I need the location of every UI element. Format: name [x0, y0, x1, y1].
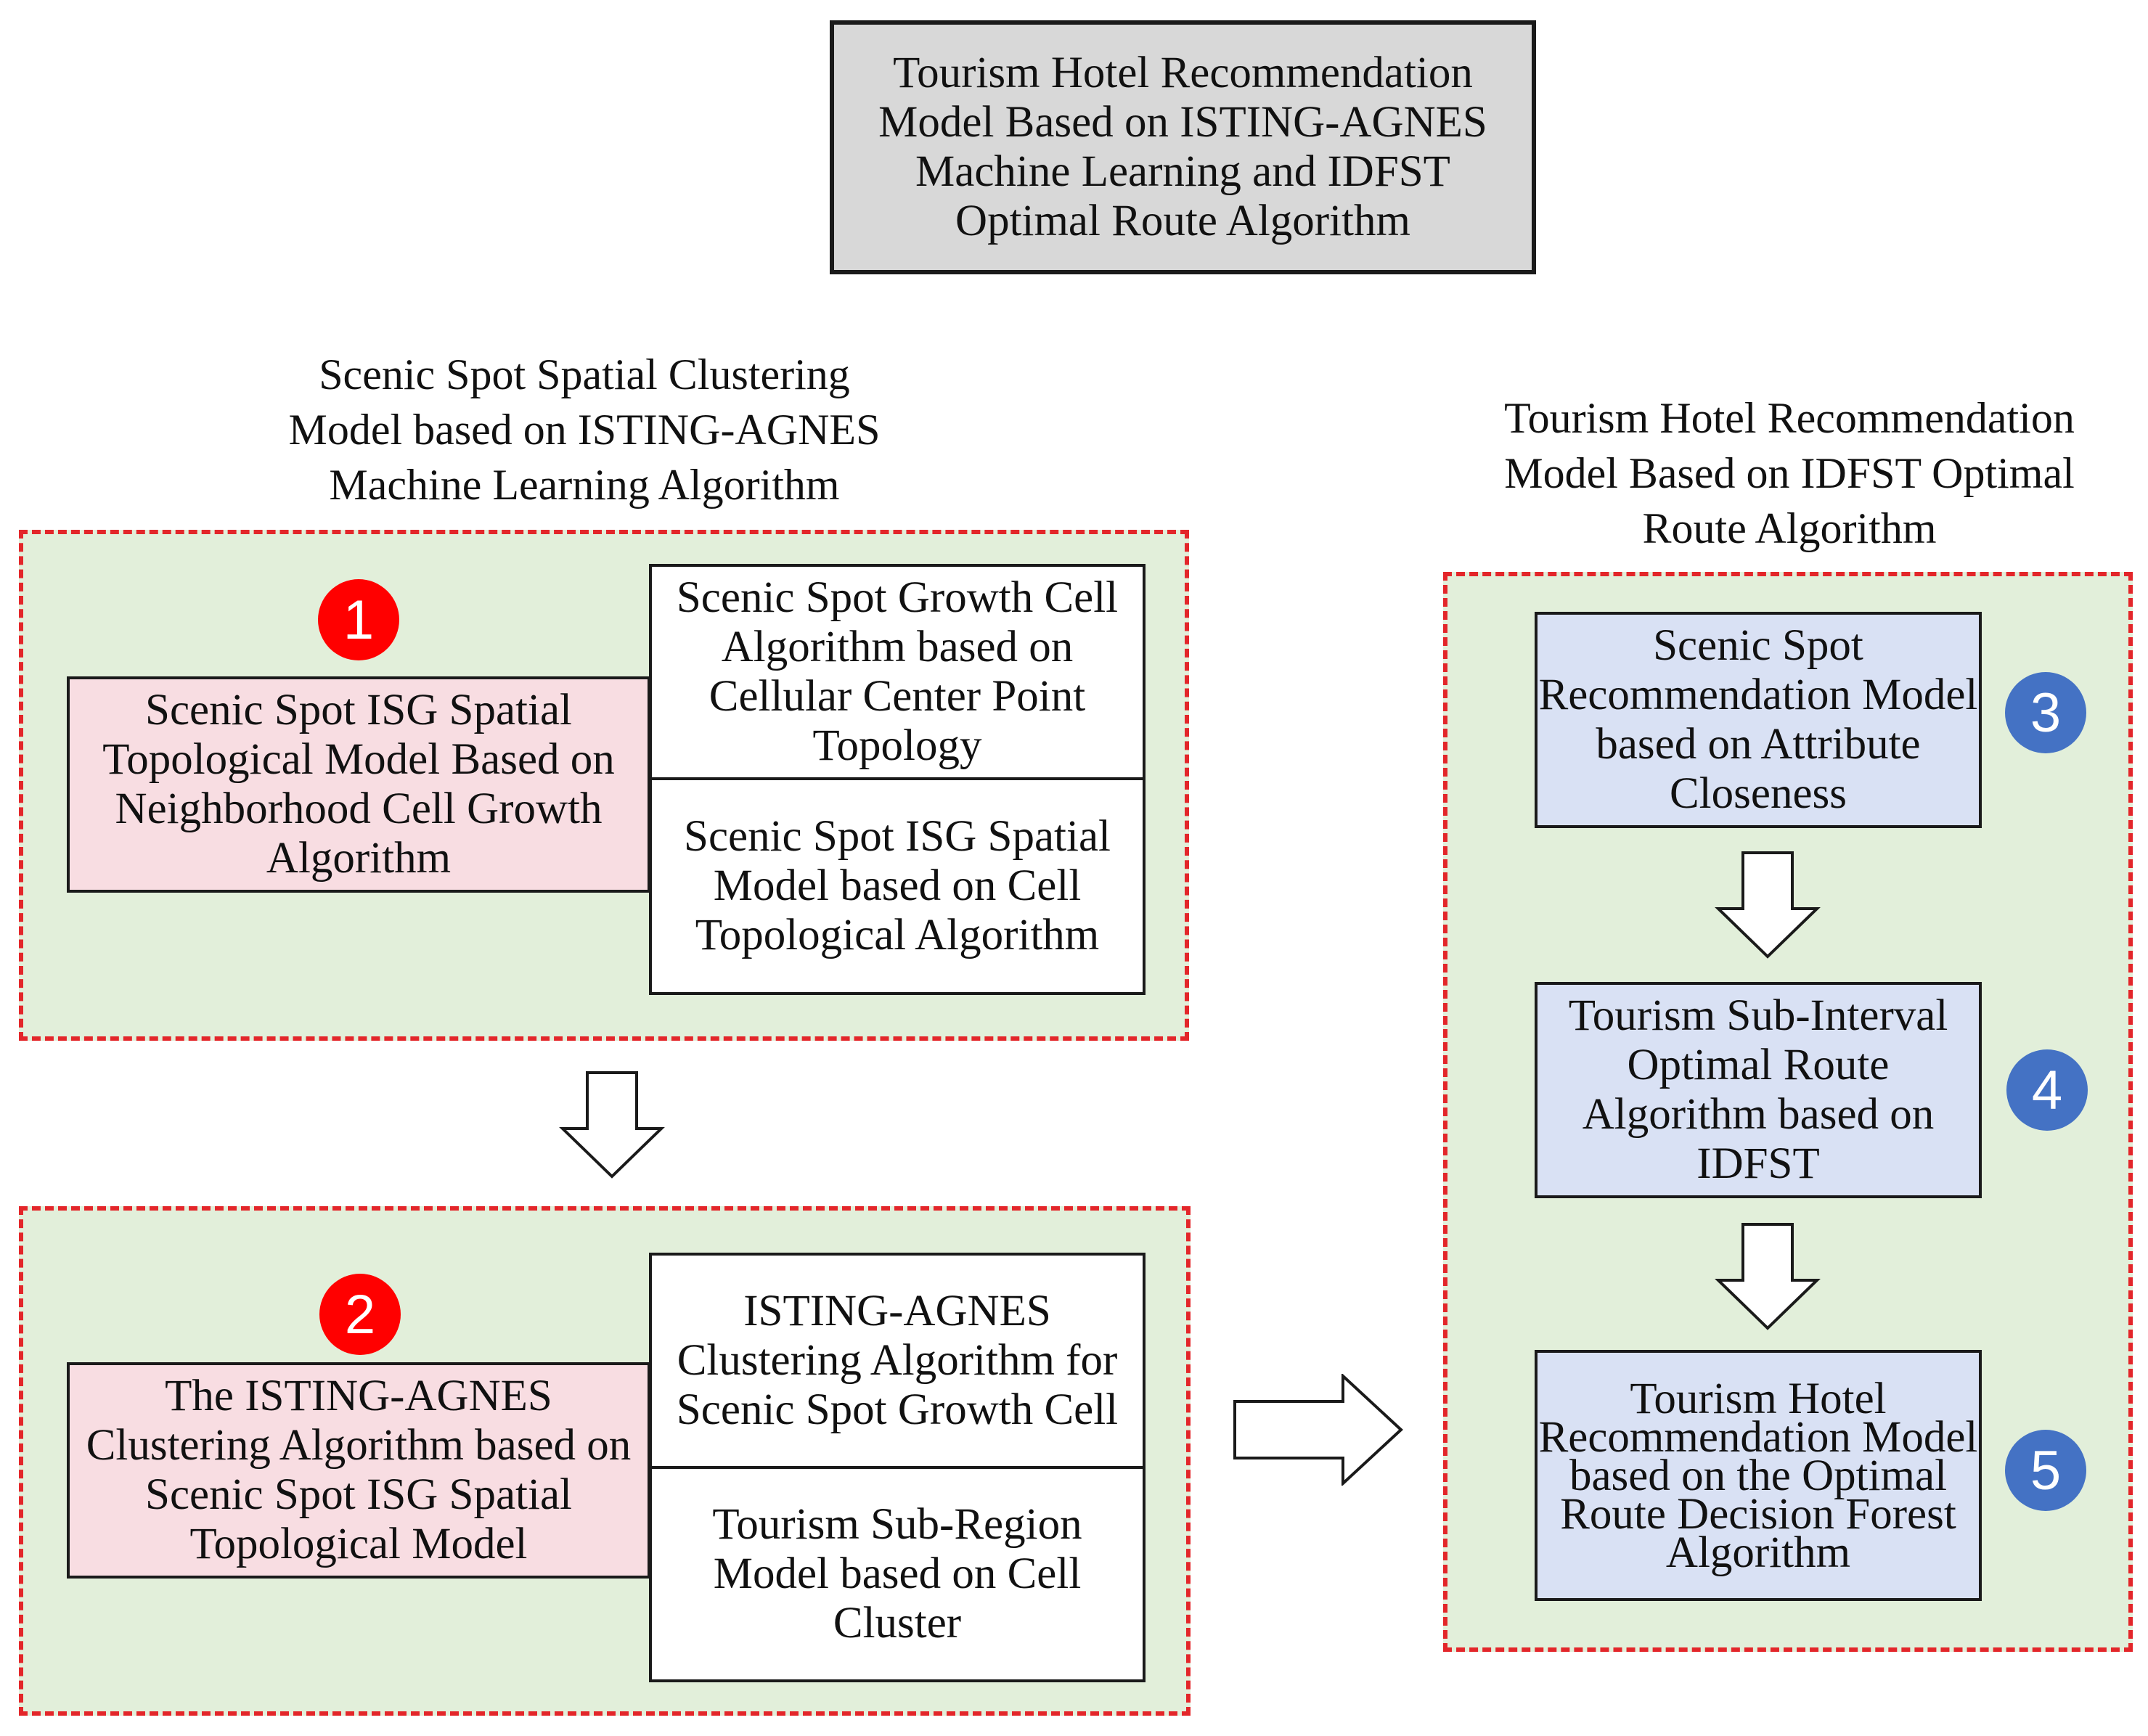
step3-badge-number: 3	[2030, 681, 2062, 744]
step4-number-badge: 4	[2006, 1049, 2088, 1131]
stage2-sub-top-text: ISTING-AGNES Clustering Algorithm for Sc…	[676, 1287, 1119, 1434]
left-section-label-line: Model based on ISTING-AGNES	[288, 406, 881, 454]
stage1-sub-top-box: Scenic Spot Growth Cell Algorithm based …	[649, 564, 1146, 780]
stage1-main-box: Scenic Spot ISG Spatial Topological Mode…	[67, 676, 650, 893]
stage1-number-badge: 1	[318, 579, 399, 660]
step5-box: Tourism Hotel Recommendation Model based…	[1535, 1350, 1982, 1601]
stage1-main-text: Scenic Spot ISG Spatial Topological Mode…	[102, 686, 615, 883]
step4-badge-number: 4	[2031, 1059, 2063, 1121]
stage2-badge-number: 2	[344, 1283, 376, 1346]
title-text: Tourism Hotel Recommendation Model Based…	[878, 49, 1487, 245]
stage1-badge-number: 1	[343, 589, 375, 651]
left-section-label: Scenic Spot Spatial Clustering Model bas…	[167, 347, 1002, 512]
title-box: Tourism Hotel Recommendation Model Based…	[830, 20, 1536, 274]
stage2-main-text: The ISTING-AGNES Clustering Algorithm ba…	[86, 1372, 632, 1568]
step5-text: Tourism Hotel Recommendation Model based…	[1538, 1374, 1978, 1577]
stage2-sub-top-box: ISTING-AGNES Clustering Algorithm for Sc…	[649, 1253, 1146, 1469]
left-section-label-line: Scenic Spot Spatial Clustering	[319, 351, 850, 398]
step4-box: Tourism Sub-Interval Optimal Route Algor…	[1535, 982, 1982, 1198]
right-section-label: Tourism Hotel Recommendation Model Based…	[1441, 390, 2138, 556]
step5-number-badge: 5	[2005, 1430, 2086, 1511]
stage1-sub-top-text: Scenic Spot Growth Cell Algorithm based …	[676, 573, 1119, 770]
down-arrow-step3-to-step4	[1715, 851, 1821, 959]
right-section-label-line: Model Based on IDFST Optimal	[1504, 449, 2075, 497]
right-arrow-to-hotel-recommendation	[1233, 1374, 1404, 1486]
left-section-label-line: Machine Learning Algorithm	[329, 461, 840, 509]
step3-box: Scenic Spot Recommendation Model based o…	[1535, 612, 1982, 828]
step3-number-badge: 3	[2005, 672, 2086, 753]
down-arrow-stage1-to-stage2	[559, 1070, 665, 1179]
stage1-sub-bottom-box: Scenic Spot ISG Spatial Model based on C…	[649, 777, 1146, 995]
step3-text: Scenic Spot Recommendation Model based o…	[1538, 621, 1978, 818]
right-section-label-line: Route Algorithm	[1642, 504, 1937, 552]
stage1-sub-bottom-text: Scenic Spot ISG Spatial Model based on C…	[684, 812, 1111, 959]
stage2-number-badge: 2	[319, 1274, 401, 1355]
stage2-main-box: The ISTING-AGNES Clustering Algorithm ba…	[67, 1362, 650, 1579]
right-section-label-line: Tourism Hotel Recommendation	[1504, 394, 2075, 442]
stage2-sub-bottom-text: Tourism Sub-Region Model based on Cell C…	[712, 1500, 1082, 1647]
step4-text: Tourism Sub-Interval Optimal Route Algor…	[1568, 991, 1948, 1188]
down-arrow-step4-to-step5	[1715, 1222, 1821, 1331]
stage2-sub-bottom-box: Tourism Sub-Region Model based on Cell C…	[649, 1466, 1146, 1682]
step5-badge-number: 5	[2030, 1439, 2062, 1502]
